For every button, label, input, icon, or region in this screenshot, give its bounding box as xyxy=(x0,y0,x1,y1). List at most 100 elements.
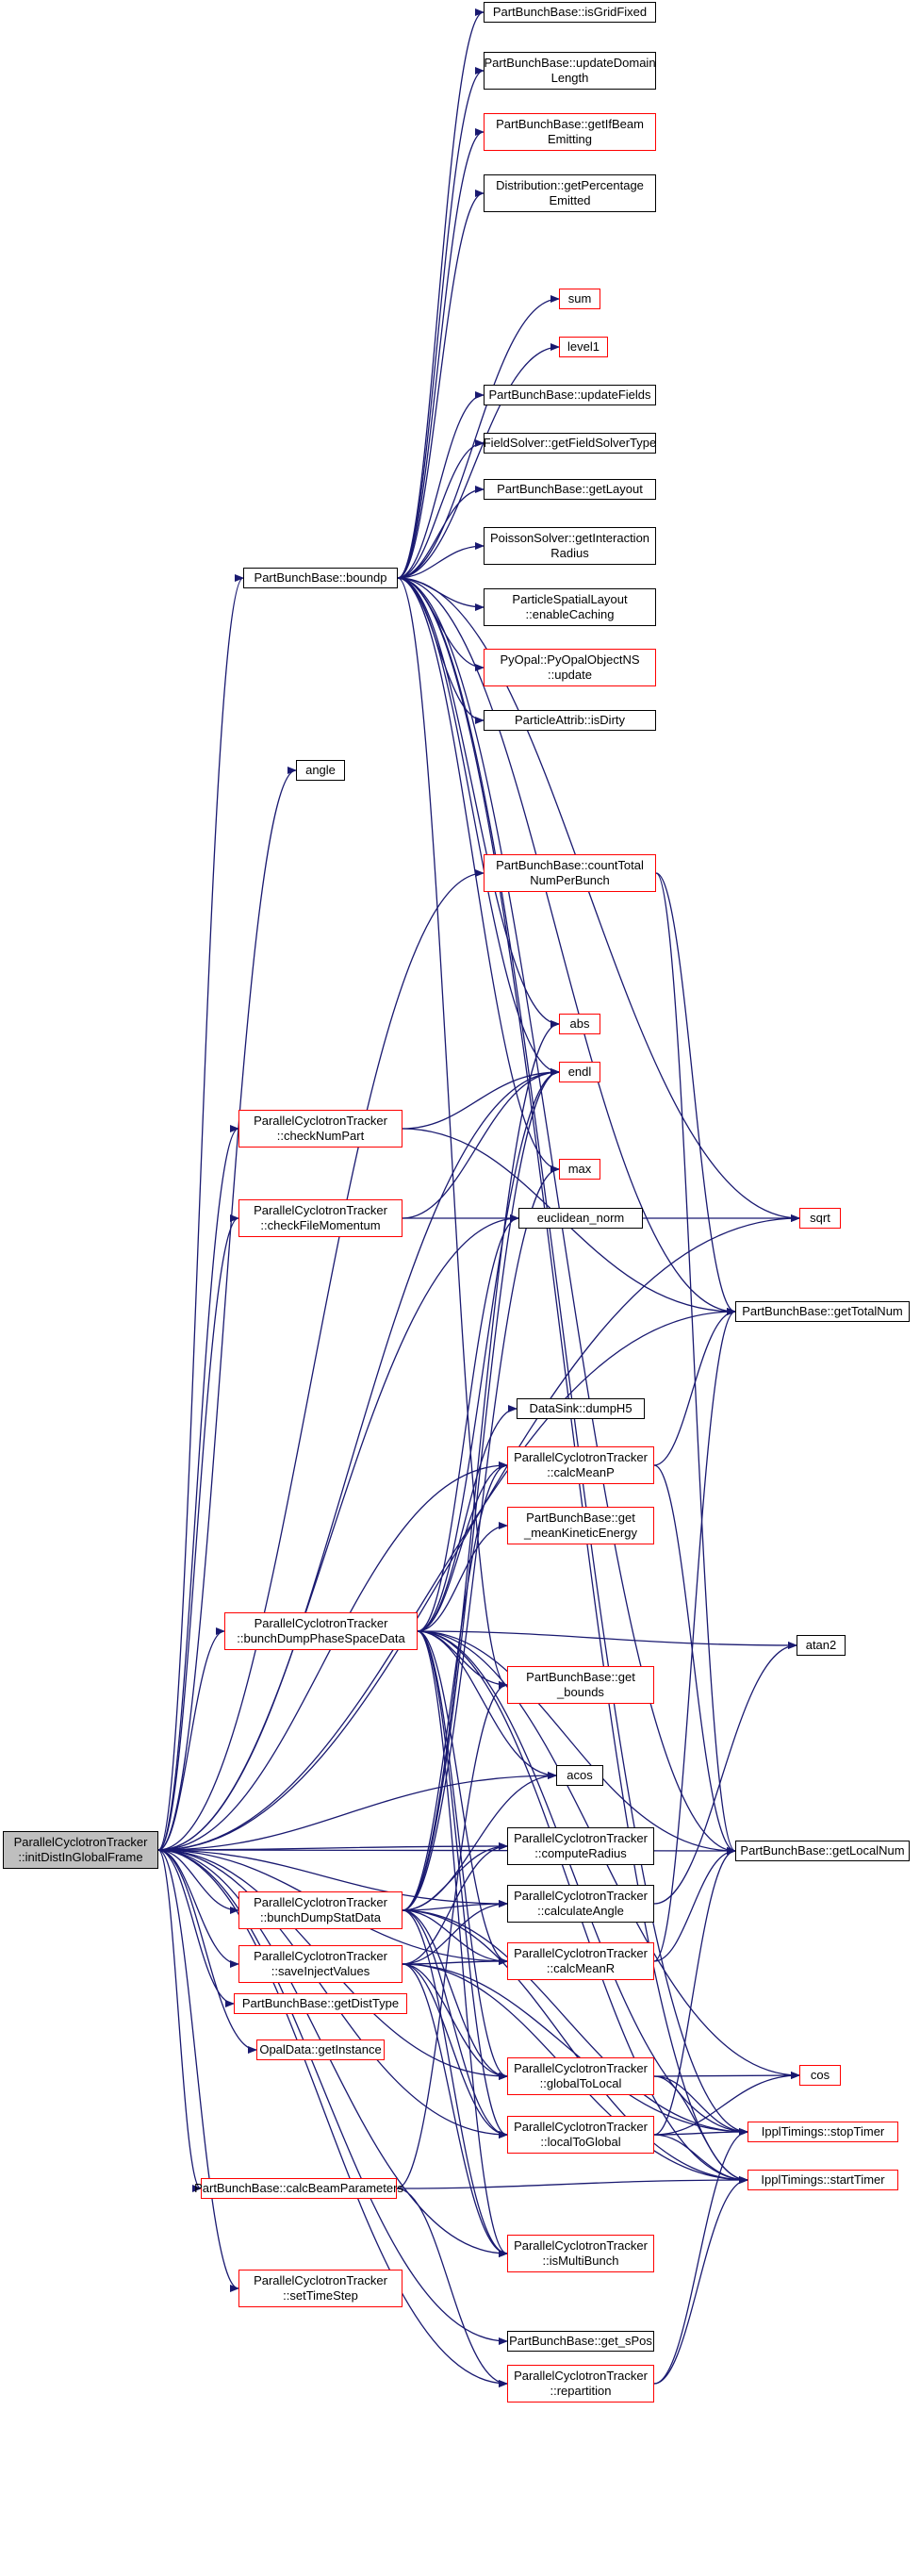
edge-root-to-euclideannorm xyxy=(157,1214,519,1851)
node-calcmeanr[interactable]: ParallelCyclotronTracker ::calcMeanR xyxy=(507,1942,654,1980)
node-acos[interactable]: acos xyxy=(556,1765,603,1786)
edge-root-to-angle xyxy=(157,767,297,1851)
edge-bunchdumpphasespacedata-to-atan2 xyxy=(417,1630,797,1649)
edge-checkfilemomentum-to-endl xyxy=(402,1068,560,1219)
edge-boundp-to-getinteractionradius xyxy=(397,542,485,579)
edge-bunchdumpstatdata-to-stoptimer xyxy=(402,1909,748,2136)
edge-bunchdumpstatdata-to-ismultibunch xyxy=(402,1909,508,2257)
node-pyupdate[interactable]: PyOpal::PyOpalObjectNS ::update xyxy=(484,649,656,686)
edge-bunchdumpstatdata-to-localtoglobal xyxy=(402,1909,508,2138)
node-max[interactable]: max xyxy=(559,1159,600,1180)
edge-root-to-endl xyxy=(157,1068,560,1851)
edge-bunchdumpphasespacedata-to-dumph5 xyxy=(417,1405,518,1632)
node-abs[interactable]: abs xyxy=(559,1014,600,1034)
edge-root-to-getinstance xyxy=(157,1849,257,2054)
node-saveinjectvalues[interactable]: ParallelCyclotronTracker ::saveInjectVal… xyxy=(238,1945,402,1983)
edge-bunchdumpstatdata-to-globaltolocal xyxy=(402,1909,508,2080)
node-root[interactable]: ParallelCyclotronTracker ::initDistInGlo… xyxy=(3,1831,158,1869)
node-getdisttype[interactable]: PartBunchBase::getDistType xyxy=(234,1993,407,2014)
node-endl[interactable]: endl xyxy=(559,1062,600,1082)
edge-bunchdumpphasespacedata-to-getmeankineticenergy xyxy=(417,1522,508,1632)
edge-calculateangle-to-atan2 xyxy=(653,1642,797,1905)
node-ismultibunch[interactable]: ParallelCyclotronTracker ::isMultiBunch xyxy=(507,2235,654,2272)
edge-root-to-repartition xyxy=(157,1849,508,2387)
node-counttotalnumperbunch[interactable]: PartBunchBase::countTotal NumPerBunch xyxy=(484,854,656,892)
node-getinteractionradius[interactable]: PoissonSolver::getInteraction Radius xyxy=(484,527,656,565)
edge-bunchdumpstatdata-to-calcmeanr xyxy=(402,1909,508,1965)
node-atan2[interactable]: atan2 xyxy=(797,1635,846,1656)
node-sum[interactable]: sum xyxy=(559,289,600,309)
edge-bunchdumpstatdata-to-starttimer xyxy=(402,1909,748,2184)
edge-counttotalnumperbunch-to-gettotalnum xyxy=(655,872,736,1315)
node-getbounds[interactable]: PartBunchBase::get _bounds xyxy=(507,1666,654,1704)
edge-localtoglobal-to-stoptimer xyxy=(653,2128,748,2137)
node-level1[interactable]: level1 xyxy=(559,337,608,357)
node-getspos[interactable]: PartBunchBase::get_sPos xyxy=(507,2331,654,2352)
node-cos[interactable]: cos xyxy=(799,2065,841,2086)
node-getpercentageemitted[interactable]: Distribution::getPercentage Emitted xyxy=(484,174,656,212)
node-bunchdumpstatdata[interactable]: ParallelCyclotronTracker ::bunchDumpStat… xyxy=(238,1891,402,1929)
edge-globaltolocal-to-cos xyxy=(653,2072,800,2080)
node-localtoglobal[interactable]: ParallelCyclotronTracker ::localToGlobal xyxy=(507,2116,654,2154)
edge-root-to-localtoglobal xyxy=(157,1849,508,2138)
edge-boundp-to-updatedomainlength xyxy=(397,67,485,579)
node-updatedomainlength[interactable]: PartBunchBase::updateDomain Length xyxy=(484,52,656,90)
edge-boundp-to-sqrt xyxy=(397,577,800,1222)
node-sqrt[interactable]: sqrt xyxy=(799,1208,841,1229)
edge-boundp-to-level1 xyxy=(397,343,560,579)
edge-root-to-gettotalnum xyxy=(157,1308,736,1851)
node-boundp[interactable]: PartBunchBase::boundp xyxy=(243,568,398,588)
node-repartition[interactable]: ParallelCyclotronTracker ::repartition xyxy=(507,2365,654,2403)
edge-calcbeamparameters-to-getbounds xyxy=(396,1681,508,2189)
node-getifbeamemitting[interactable]: PartBunchBase::getIfBeam Emitting xyxy=(484,113,656,151)
node-angle[interactable]: angle xyxy=(296,760,345,781)
edge-boundp-to-gettotalnum xyxy=(397,577,736,1315)
edge-boundp-to-endl xyxy=(397,577,560,1076)
edge-root-to-calculateangle xyxy=(157,1849,508,1907)
node-getinstance[interactable]: OpalData::getInstance xyxy=(256,2039,385,2060)
node-checkfilemomentum[interactable]: ParallelCyclotronTracker ::checkFileMome… xyxy=(238,1199,402,1237)
node-getfieldsolvertype[interactable]: FieldSolver::getFieldSolverType xyxy=(484,433,656,454)
edge-boundp-to-updatefields xyxy=(397,391,485,579)
node-getmeankineticenergy[interactable]: PartBunchBase::get _meanKineticEnergy xyxy=(507,1507,654,1544)
node-getlocalnum[interactable]: PartBunchBase::getLocalNum xyxy=(735,1841,910,1861)
edge-calcbeamparameters-to-repartition xyxy=(396,2188,508,2387)
node-euclideannorm[interactable]: euclidean_norm xyxy=(518,1208,643,1229)
edge-root-to-settimestep xyxy=(157,1849,239,2292)
node-isdirty[interactable]: ParticleAttrib::isDirty xyxy=(484,710,656,731)
edge-boundp-to-isgridfixed xyxy=(397,8,485,579)
node-enablecaching[interactable]: ParticleSpatialLayout ::enableCaching xyxy=(484,588,656,626)
edge-localtoglobal-to-cos xyxy=(653,2072,800,2136)
node-gettotalnum[interactable]: PartBunchBase::getTotalNum xyxy=(735,1301,910,1322)
edge-saveinjectvalues-to-calculateangle xyxy=(402,1900,508,1965)
edge-bunchdumpphasespacedata-to-euclideannorm xyxy=(417,1214,519,1632)
edge-boundp-to-getbounds xyxy=(397,577,508,1689)
edge-root-to-bunchdumpstatdata xyxy=(157,1849,239,1914)
node-calcbeamparameters[interactable]: PartBunchBase::calcBeamParameters xyxy=(194,2178,403,2199)
edge-boundp-to-abs xyxy=(397,577,560,1028)
node-stoptimer[interactable]: IpplTimings::stopTimer xyxy=(748,2122,898,2142)
node-checknumpart[interactable]: ParallelCyclotronTracker ::checkNumPart xyxy=(238,1110,402,1148)
node-globaltolocal[interactable]: ParallelCyclotronTracker ::globalToLocal xyxy=(507,2057,654,2095)
edge-bunchdumpstatdata-to-endl xyxy=(402,1068,560,1911)
node-getlayout[interactable]: PartBunchBase::getLayout xyxy=(484,479,656,500)
node-updatefields[interactable]: PartBunchBase::updateFields xyxy=(484,385,656,405)
node-calculateangle[interactable]: ParallelCyclotronTracker ::calculateAngl… xyxy=(507,1885,654,1923)
edge-calcmeanp-to-getlocalnum xyxy=(653,1464,736,1855)
edge-repartition-to-stoptimer xyxy=(653,2128,748,2385)
edge-boundp-to-getfieldsolvertype xyxy=(397,439,485,579)
node-bunchdumpphasespacedata[interactable]: ParallelCyclotronTracker ::bunchDumpPhas… xyxy=(224,1612,418,1650)
node-starttimer[interactable]: IpplTimings::startTimer xyxy=(748,2170,898,2190)
edge-bunchdumpphasespacedata-to-ismultibunch xyxy=(417,1630,508,2257)
edge-saveinjectvalues-to-localtoglobal xyxy=(402,1963,508,2138)
node-dumph5[interactable]: DataSink::dumpH5 xyxy=(517,1398,645,1419)
node-computeradius[interactable]: ParallelCyclotronTracker ::computeRadius xyxy=(507,1827,654,1865)
node-isgridfixed[interactable]: PartBunchBase::isGridFixed xyxy=(484,2,656,23)
node-settimestep[interactable]: ParallelCyclotronTracker ::setTimeStep xyxy=(238,2270,402,2307)
edge-bunchdumpphasespacedata-to-localtoglobal xyxy=(417,1630,508,2138)
edge-root-to-checkfilemomentum xyxy=(157,1214,239,1851)
edge-root-to-calcbeamparameters xyxy=(157,1849,202,2192)
node-calcmeanp[interactable]: ParallelCyclotronTracker ::calcMeanP xyxy=(507,1446,654,1484)
edge-bunchdumpphasespacedata-to-endl xyxy=(417,1068,560,1632)
